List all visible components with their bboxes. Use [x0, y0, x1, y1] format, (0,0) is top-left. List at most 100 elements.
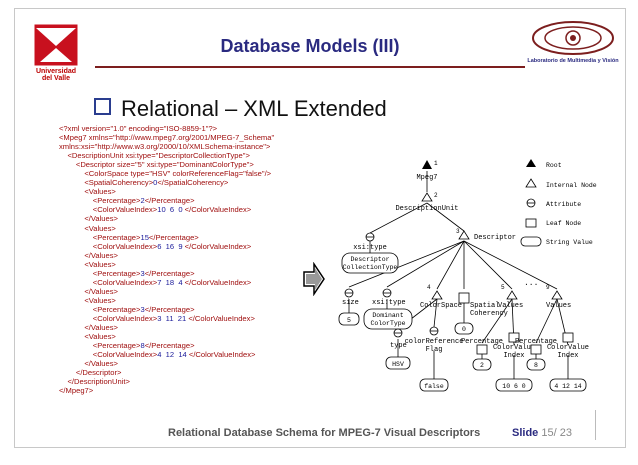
value-percentage-2: 8	[534, 362, 538, 369]
string-value-box	[385, 356, 411, 370]
string-value-box	[419, 378, 449, 392]
xml-line: <Descriptor size="5" xsi:type="DominantC…	[59, 160, 254, 170]
xml-line: <ColorSpace type="HSV" colorReferenceFla…	[59, 169, 272, 179]
leaf-node-icon	[562, 332, 574, 343]
xml-line: <DescriptionUnit xsi:type="DescriptorCol…	[59, 151, 250, 161]
node-values-1: Values	[498, 302, 523, 310]
xml-line: <Values>	[59, 187, 116, 197]
slide-title: Database Models (III)	[220, 36, 400, 56]
node-spatial-line1: Spatial	[470, 302, 499, 310]
value-percentage-1: 2	[480, 362, 484, 369]
frame-top	[14, 8, 626, 9]
legend-internal: Internal Node	[546, 182, 597, 189]
xml-line: <Percentage>2</Percentage>	[59, 196, 195, 206]
tree-num: 4	[427, 284, 431, 291]
node-colorvalue-1-line2: Index	[503, 352, 524, 360]
value-descriptor-line1: Descriptor	[350, 256, 389, 263]
tree-num: 9	[546, 284, 550, 291]
xml-line: <Values>	[59, 295, 116, 305]
internal-node-icon	[506, 290, 518, 300]
internal-node-icon	[458, 230, 470, 240]
title-rule	[95, 66, 525, 68]
node-xsi-type-2: xsi:type	[372, 299, 406, 307]
node-xsi-type-1: xsi:type	[353, 244, 387, 252]
string-value-box	[526, 358, 546, 371]
legend-leaf-icon	[525, 218, 537, 228]
legend-internal-icon	[525, 178, 537, 188]
xml-tree-diagram: 1 Mpeg7 2 DescriptionUnit xsi:type Descr…	[338, 159, 597, 392]
node-values-2: Values	[546, 302, 571, 310]
legend-string: String Value	[546, 239, 593, 246]
node-colorvalue-2-line2: Index	[557, 352, 578, 360]
slide-current: 15	[541, 427, 554, 439]
leaf-node-icon	[508, 332, 520, 343]
checkbox-bullet-icon	[94, 98, 111, 115]
node-colorvalue-1-line1: ColorValue	[493, 344, 535, 352]
xml-line: <ColorValueIndex>6 16 9 </ColorValueInde…	[59, 241, 252, 251]
lab-logo-text: Laboratorio de Multimedia y Visión	[527, 58, 619, 64]
internal-node-icon	[551, 290, 563, 300]
xml-line: xmlns:xsi="http://www.w3.org/2000/10/XML…	[59, 142, 271, 152]
value-dominant-line1: Dominant	[372, 312, 403, 319]
legend-string-icon	[520, 236, 542, 247]
value-size: 5	[347, 317, 351, 324]
xml-line: </DescriptionUnit>	[59, 377, 130, 387]
leaf-node-icon	[530, 344, 542, 355]
value-spatial: 0	[462, 326, 466, 333]
frame-left	[14, 8, 15, 448]
node-colorvalue-2-line1: ColorValue	[547, 344, 589, 352]
string-value-box	[495, 378, 533, 392]
frame-right	[625, 8, 626, 448]
footer-divider	[595, 410, 596, 440]
xml-line: </Values>	[59, 286, 118, 296]
frame-bottom	[14, 447, 626, 448]
xml-line: </Values>	[59, 214, 118, 224]
slide-label: Slide	[512, 427, 539, 439]
string-value-box	[338, 312, 360, 326]
xml-line: <ColorValueIndex>7 18 4 </ColorValueInde…	[59, 277, 252, 287]
value-colorvalue-1: 10 6 0	[502, 383, 526, 390]
xml-line: <ColorValueIndex>10 6 0 </ColorValueInde…	[59, 205, 252, 215]
string-value-box	[363, 308, 413, 330]
ellipsis: ...	[524, 279, 538, 288]
xml-line: <Percentage>3</Percentage>	[59, 304, 195, 314]
legend-attribute: Attribute	[546, 201, 581, 208]
xml-line: <Percentage>3</Percentage>	[59, 268, 195, 278]
value-descriptor-line2: CollectionType	[343, 264, 398, 271]
node-percentage-1: Percentage	[461, 338, 503, 346]
value-colorvalue-2: 4 12 14	[554, 383, 581, 390]
tree-num: 1	[434, 160, 438, 167]
xml-line: <Values>	[59, 332, 116, 342]
string-value-box	[341, 252, 399, 274]
bullet-heading: Relational – XML Extended	[94, 96, 387, 122]
legend-root-icon	[526, 159, 536, 167]
tree-num: 5	[501, 284, 505, 291]
arrow-right-icon	[303, 262, 325, 296]
node-mpeg7: Mpeg7	[416, 174, 437, 182]
xml-line: <ColorValueIndex>4 12 14 </ColorValueInd…	[59, 350, 256, 360]
xml-line: <Percentage>15</Percentage>	[59, 232, 199, 242]
xml-line: <SpatialCoherency>0</SpatialCoherency>	[59, 178, 229, 188]
xml-line: <Values>	[59, 223, 116, 233]
tree-num: 2	[434, 192, 438, 199]
leaf-node-icon	[476, 344, 488, 355]
node-type: type	[390, 342, 407, 350]
logo-text-line2: del Valle	[41, 75, 71, 82]
node-size: size	[342, 299, 359, 307]
internal-node-icon	[431, 290, 443, 300]
string-value-box	[549, 378, 587, 392]
node-percentage-2: Percentage	[515, 338, 557, 346]
xml-line: </Descriptor>	[59, 368, 122, 378]
bullet-text: Relational – XML Extended	[121, 96, 387, 121]
slide-number: Slide 15/ 23	[512, 427, 572, 439]
logo-text-line1: Universidad	[35, 68, 77, 75]
xml-line: <?xml version="1.0" encoding="ISO-8859-1…	[59, 124, 218, 133]
lab-logo: Laboratorio de Multimedia y Visión	[527, 18, 619, 74]
string-value-box	[472, 358, 492, 371]
node-spatial-line2: Coherency	[470, 310, 508, 318]
xml-line: <Mpeg7 xmlns="http://www.mpeg7.org/2001/…	[59, 133, 275, 143]
value-dominant-line2: ColorType	[370, 320, 405, 327]
value-type: HSV	[392, 361, 404, 368]
root-node-icon	[422, 160, 432, 169]
